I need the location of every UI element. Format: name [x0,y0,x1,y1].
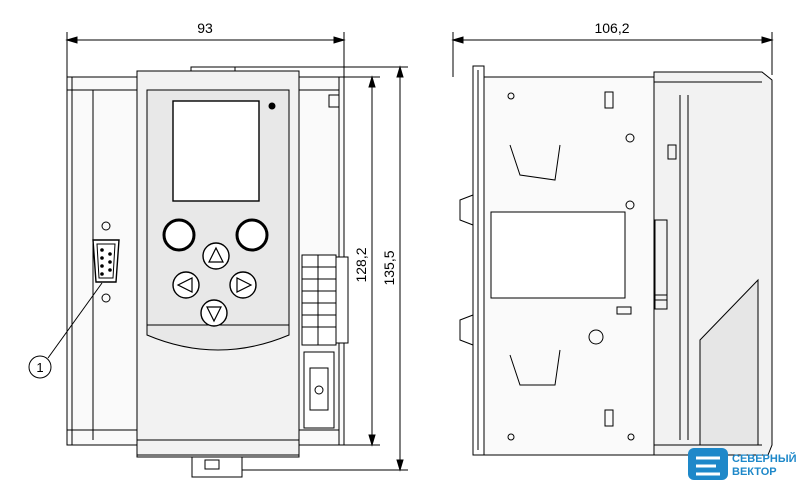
side-label-area [490,211,626,299]
arrow-up-key [202,242,230,270]
function-key-right [235,218,269,252]
dimension-width-front: 93 [197,20,213,36]
dimension-width-side: 106,2 [594,20,629,36]
side-view [459,65,773,456]
callout-circle [28,355,52,379]
logo-line1: СЕВЕРНЫЙ [732,452,797,465]
brand-logo: СЕВЕРНЫЙ ВЕКТОР [688,448,797,480]
logo-line2: ВЕКТОР [732,466,777,478]
dimension-height-inner: 128,2 [353,247,369,282]
display-screen [172,100,260,202]
arrow-left-key [172,271,200,299]
front-view [66,66,349,478]
dimension-lines [28,32,774,472]
arrow-down-key [200,299,228,327]
terminal-block [301,254,349,429]
arrow-right-key [229,271,257,299]
callout-label: 1 [36,360,43,375]
dimension-height-outer: 135,5 [381,250,397,285]
function-key-left [162,218,196,252]
dsub-connector [92,221,120,303]
